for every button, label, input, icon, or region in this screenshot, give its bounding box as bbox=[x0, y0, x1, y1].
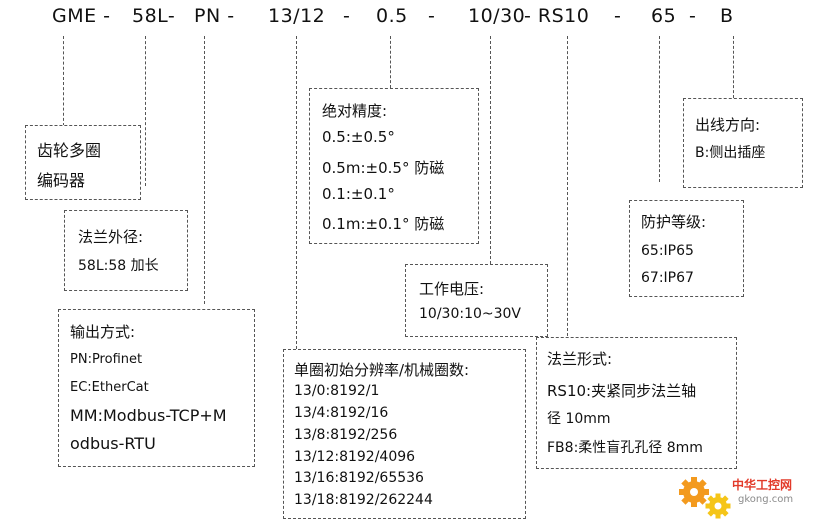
resolution-line-3: 13/8:8192/256 bbox=[294, 427, 398, 443]
resolution-line-2: 13/4:8192/16 bbox=[294, 405, 389, 421]
connector-protection bbox=[659, 36, 660, 182]
code-seg-dash-4: - bbox=[689, 5, 697, 27]
connector-accuracy bbox=[390, 36, 391, 88]
output-line-pn: PN:Profinet bbox=[70, 352, 143, 367]
box-outlet-direction: 出线方向: B:侧出插座 bbox=[683, 98, 803, 188]
accuracy-line-1: 0.5:±0.5° bbox=[322, 128, 395, 146]
protection-line-1: 65:IP65 bbox=[641, 243, 694, 259]
code-seg-dash-2: - bbox=[428, 5, 436, 27]
box-output-method: 输出方式: PN:Profinet EC:EtherCat MM:Modbus-… bbox=[58, 309, 255, 467]
gears-icon bbox=[679, 477, 731, 519]
connector-flange-form bbox=[567, 36, 568, 336]
outlet-title: 出线方向: bbox=[695, 116, 761, 134]
accuracy-line-2: 0.5m:±0.5° 防磁 bbox=[322, 159, 445, 177]
box-flange-form: 法兰形式: RS10:夹紧同步法兰轴 径 10mm FB8:柔性盲孔孔径 8mm bbox=[536, 337, 737, 469]
box-encoder: 齿轮多圈 编码器 bbox=[25, 125, 141, 200]
voltage-line-1: 10/30:10~30V bbox=[419, 306, 521, 322]
code-seg-gme: GME - bbox=[52, 5, 111, 27]
output-line-mm-1: MM:Modbus-TCP+M bbox=[70, 406, 227, 425]
code-seg-58l: 58L- bbox=[132, 5, 176, 27]
connector-resolution bbox=[296, 36, 297, 349]
protection-title: 防护等级: bbox=[641, 213, 707, 231]
connector-encoder bbox=[63, 36, 64, 126]
output-line-mm-2: odbus-RTU bbox=[70, 434, 156, 453]
encoder-line-2: 编码器 bbox=[37, 171, 86, 190]
watermark-url: gkong.com bbox=[738, 494, 794, 505]
box-resolution: 单圈初始分辨率/机械圈数: 13/0:8192/1 13/4:8192/16 1… bbox=[283, 349, 526, 519]
flange-form-line-2: 径 10mm bbox=[547, 411, 611, 427]
resolution-line-4: 13/12:8192/4096 bbox=[294, 449, 416, 465]
accuracy-title: 绝对精度: bbox=[322, 102, 388, 120]
watermark-logo: 中华工控网 gkong.com bbox=[676, 470, 810, 524]
flange-form-line-1: RS10:夹紧同步法兰轴 bbox=[547, 382, 697, 400]
voltage-title: 工作电压: bbox=[419, 280, 485, 298]
accuracy-line-3: 0.1:±0.1° bbox=[322, 185, 395, 203]
resolution-line-5: 13/16:8192/65536 bbox=[294, 470, 424, 486]
code-seg-dash-1: - bbox=[343, 5, 351, 27]
code-seg-pn: PN - bbox=[194, 5, 235, 27]
code-seg-voltage: 10/30 bbox=[468, 5, 526, 27]
box-working-voltage: 工作电压: 10/30:10~30V bbox=[405, 264, 548, 337]
flange-form-title: 法兰形式: bbox=[547, 350, 613, 368]
outlet-line-1: B:侧出插座 bbox=[695, 145, 766, 161]
accuracy-line-4: 0.1m:±0.1° 防磁 bbox=[322, 215, 445, 233]
code-seg-protection: 65 bbox=[651, 5, 677, 27]
connector-outlet bbox=[733, 36, 734, 98]
output-line-ec: EC:EtherCat bbox=[70, 380, 149, 395]
box-absolute-accuracy: 绝对精度: 0.5:±0.5° 0.5m:±0.5° 防磁 0.1:±0.1° … bbox=[309, 88, 479, 244]
watermark-text: 中华工控网 bbox=[732, 478, 793, 492]
code-seg-rs: - RS10 bbox=[524, 5, 590, 27]
box-protection-level: 防护等级: 65:IP65 67:IP67 bbox=[629, 200, 744, 297]
protection-line-2: 67:IP67 bbox=[641, 270, 694, 286]
code-seg-accuracy: 0.5 bbox=[376, 5, 408, 27]
resolution-line-1: 13/0:8192/1 bbox=[294, 383, 380, 399]
output-title: 输出方式: bbox=[70, 323, 136, 341]
encoder-line-1: 齿轮多圈 bbox=[37, 141, 102, 160]
flange-form-line-3: FB8:柔性盲孔孔径 8mm bbox=[547, 440, 703, 456]
resolution-line-6: 13/18:8192/262244 bbox=[294, 492, 433, 508]
connector-flange-dia bbox=[145, 36, 146, 186]
code-seg-resolution: 13/12 bbox=[268, 5, 326, 27]
connector-voltage bbox=[490, 36, 491, 264]
box-flange-diameter: 法兰外径: 58L:58 加长 bbox=[64, 210, 188, 291]
flange-dia-title: 法兰外径: bbox=[78, 228, 144, 246]
code-seg-dash-3: - bbox=[614, 5, 622, 27]
resolution-title: 单圈初始分辨率/机械圈数: bbox=[294, 361, 470, 379]
connector-output bbox=[204, 36, 205, 304]
flange-dia-line-1: 58L:58 加长 bbox=[78, 258, 159, 274]
code-seg-outlet: B bbox=[720, 5, 734, 27]
